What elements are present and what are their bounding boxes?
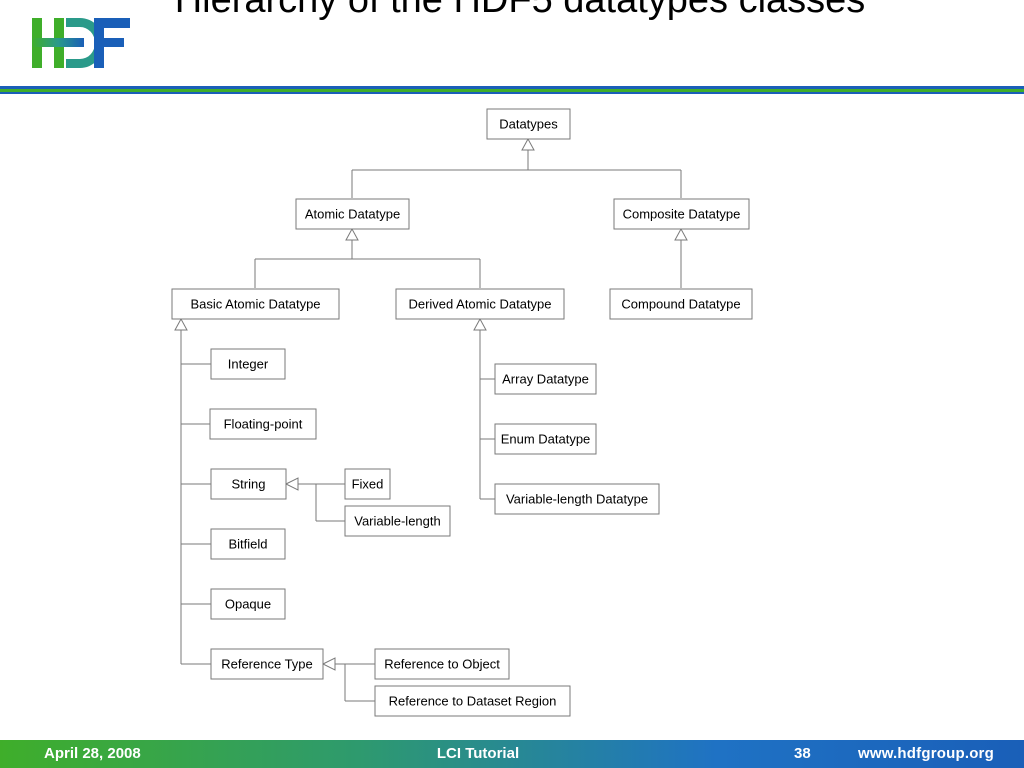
node-datatypes: Datatypes [486,108,571,140]
node-floating-point-label: Floating-point [224,417,303,432]
node-variable-length: Variable-length [344,505,451,537]
node-array-datatype: Array Datatype [494,363,597,395]
arrow-basic-atomic [174,317,188,331]
node-composite-datatype: Composite Datatype [613,198,750,230]
node-variable-length-label: Variable-length [354,514,440,529]
datatype-hierarchy-diagram: Datatypes Atomic Datatype Composite Data… [171,108,753,717]
node-array-label: Array Datatype [502,372,589,387]
node-atomic-label: Atomic Datatype [305,207,400,222]
node-enum-datatype: Enum Datatype [494,423,597,455]
node-reference-object-label: Reference to Object [384,657,500,672]
arrow-datatypes [521,137,535,151]
node-basic-atomic-datatype: Basic Atomic Datatype [171,288,340,320]
arrow-composite [674,227,688,241]
connectors [180,150,682,702]
header-rule-blue-2 [0,92,1024,94]
node-reference-type: Reference Type [210,648,324,680]
node-compound-label: Compound Datatype [621,297,740,312]
node-enum-label: Enum Datatype [501,432,591,447]
node-reference-to-dataset-region: Reference to Dataset Region [374,685,571,717]
node-floating-point: Floating-point [209,408,317,440]
node-compound-datatype: Compound Datatype [609,288,753,320]
node-bitfield: Bitfield [210,528,286,560]
node-reference-to-object: Reference to Object [374,648,510,680]
node-composite-label: Composite Datatype [623,207,741,222]
node-fixed-label: Fixed [352,477,384,492]
footer-bar: April 28, 2008 LCI Tutorial 38 www.hdfgr… [0,740,1024,768]
node-datatypes-label: Datatypes [499,117,558,132]
node-derived-atomic-datatype: Derived Atomic Datatype [395,288,565,320]
hdf-logo [32,18,130,68]
node-reference-region-label: Reference to Dataset Region [389,694,557,709]
node-derived-atomic-label: Derived Atomic Datatype [408,297,551,312]
footer-title: LCI Tutorial [436,745,520,762]
header-rule-blue [0,86,1024,89]
node-opaque-label: Opaque [225,597,271,612]
node-bitfield-label: Bitfield [228,537,267,552]
node-fixed: Fixed [344,468,391,500]
footer-date: April 28, 2008 [44,745,141,762]
node-integer-label: Integer [228,357,269,372]
node-string-label: String [232,477,266,492]
node-integer: Integer [210,348,286,380]
arrow-atomic [345,227,359,241]
slide-title: Hierarchy of the HDF5 datatypes classes [174,0,866,21]
footer-url: www.hdfgroup.org [858,745,994,762]
arrow-string [284,477,299,491]
node-atomic-datatype: Atomic Datatype [295,198,410,230]
arrow-derived-atomic [473,317,487,331]
node-variable-length-datatype: Variable-length Datatype [494,483,660,515]
node-opaque: Opaque [210,588,286,620]
node-string: String [210,468,287,500]
page-number: 38 [794,745,811,762]
node-reference-type-label: Reference Type [221,657,313,672]
header-rule-green [0,89,1024,92]
node-basic-atomic-label: Basic Atomic Datatype [190,297,320,312]
node-variable-length-datatype-label: Variable-length Datatype [506,492,648,507]
inheritance-arrows [174,137,688,671]
arrow-reference-type [321,657,336,671]
